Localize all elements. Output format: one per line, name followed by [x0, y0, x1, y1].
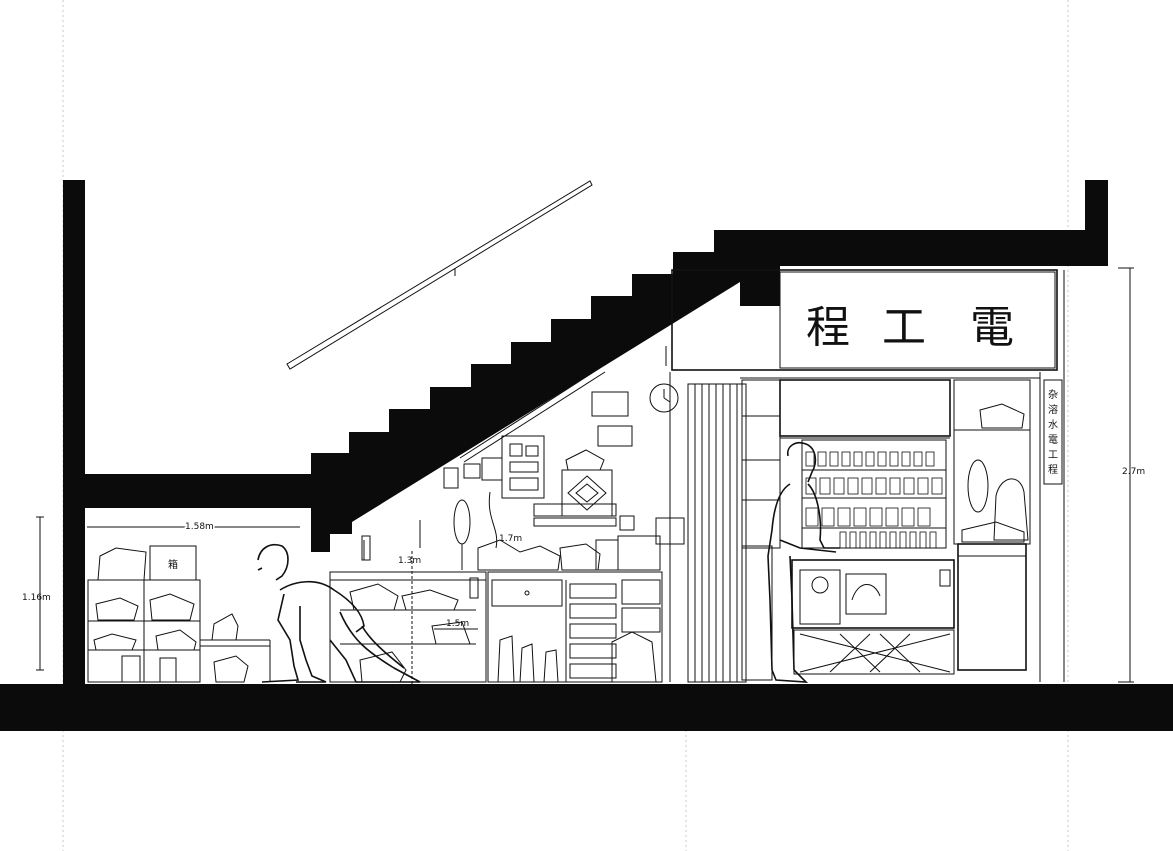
staircase	[311, 180, 1108, 552]
vertical-side-sign: 杂 溶 水 電 工 程	[1039, 270, 1065, 682]
ground-slab	[0, 684, 1173, 731]
left-wall	[63, 180, 85, 684]
sign-char-2: 工	[882, 302, 926, 353]
stair-handrail	[286, 180, 593, 370]
product-shelf-items	[805, 451, 943, 549]
under-stair-width-label: 1.58m	[185, 522, 214, 532]
svg-text:程: 程	[1048, 464, 1058, 476]
building-structure	[0, 180, 1173, 731]
wall-equipment-and-clutter	[443, 346, 685, 571]
counter-height-label: 1.3m	[398, 556, 421, 566]
svg-text:工: 工	[1048, 450, 1058, 461]
workbench-and-cabinets	[329, 520, 663, 683]
left-height-label: 1.16m	[22, 593, 51, 603]
dimension-annotations: 1.16m 1.58m 2.7m 1.3m 1.7m 1.5m	[22, 267, 1145, 684]
svg-text:電: 電	[1048, 434, 1058, 446]
landing-slab	[85, 474, 311, 508]
svg-text:溶: 溶	[1048, 403, 1058, 416]
sign-char-1: 程	[806, 302, 850, 353]
standing-shopkeeper	[767, 441, 840, 683]
shop-interior	[741, 379, 1031, 681]
svg-text:水: 水	[1048, 419, 1058, 431]
svg-text:杂: 杂	[1048, 389, 1058, 401]
roller-shutter	[669, 372, 747, 683]
shop-sign-board: 程 工 電	[671, 269, 1058, 379]
right-height-label: 2.7m	[1122, 467, 1145, 477]
shelf-height-label: 1.7m	[499, 534, 522, 544]
counter-depth-label: 1.5m	[446, 619, 469, 629]
svg-text:箱: 箱	[168, 558, 178, 571]
sign-char-3: 電	[970, 302, 1014, 353]
crawling-person	[257, 544, 421, 683]
storage-shelves: 箱	[87, 545, 271, 683]
